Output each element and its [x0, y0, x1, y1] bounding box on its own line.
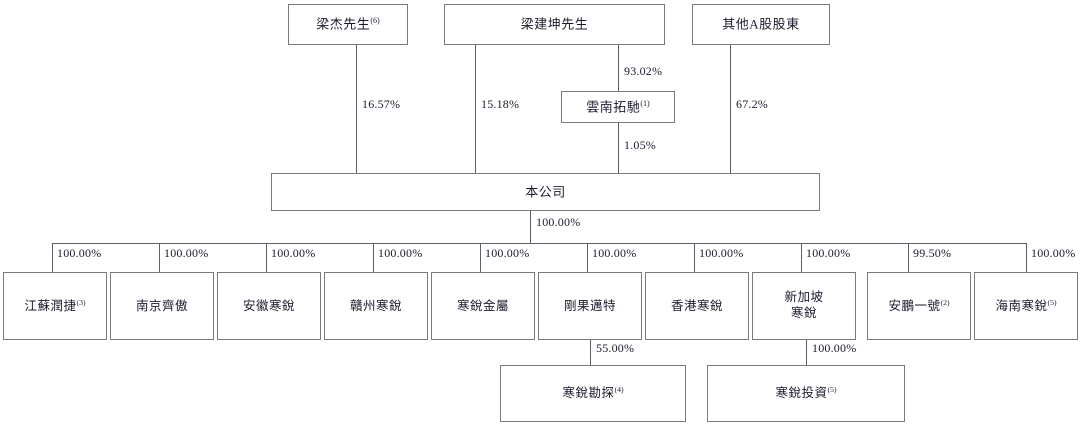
node-ganzhou-hanrui-label: 贛州寒銳: [349, 298, 402, 313]
edge-othera-company-line: [730, 45, 731, 173]
node-anpeng-yihao-label: 安鵬一號: [888, 298, 941, 313]
edge-bus-singapore-percent: 100.00%: [806, 246, 851, 260]
edge-bus-jinshu-line: [480, 243, 481, 272]
node-hongkong-hanrui: 香港寒銳: [645, 272, 749, 340]
node-yunnan-tuochi: 雲南拓馳(1): [561, 91, 675, 123]
node-hanrui-kantan: 寒銳勘探(4): [500, 365, 686, 422]
edge-liangjiankun-company-percent: 15.18%: [481, 97, 520, 111]
node-hainan-hanrui-label: 海南寒銳: [995, 298, 1048, 313]
node-hanrui-touzi-note: (5): [827, 385, 837, 395]
node-liang-jie-note: (6): [370, 16, 380, 26]
edge-liangjie-company-percent: 16.57%: [362, 97, 401, 111]
node-other-a-shareholders-label: 其他A股股東: [722, 16, 800, 32]
edge-liangjiankun-yunnan-percent: 93.02%: [624, 64, 663, 78]
edge-bus-jiangsu-percent: 100.00%: [57, 246, 102, 260]
node-liang-jiankun: 梁建坤先生: [444, 4, 665, 45]
edge-bus-ganzhou-percent: 100.00%: [378, 246, 423, 260]
node-nanjing-qiao: 南京齊傲: [110, 272, 214, 340]
node-jiangsu-runjie-label: 江蘇潤捷: [24, 298, 77, 313]
edge-bus-anpeng-percent: 99.50%: [913, 246, 952, 260]
node-anpeng-yihao-note: (2): [940, 297, 950, 307]
node-singapore-hanrui-label: 新加坡 寒銳: [784, 289, 824, 321]
edge-maite-kantan-line: [590, 340, 591, 365]
node-hanrui-jinshu-label: 寒銳金屬: [456, 298, 509, 313]
node-gangguo-maite-label: 剛果邁特: [563, 298, 616, 313]
node-singapore-hanrui: 新加坡 寒銳: [752, 272, 856, 340]
edge-othera-company-percent: 67.2%: [736, 97, 768, 111]
node-hongkong-hanrui-label: 香港寒銳: [670, 298, 723, 313]
node-hanrui-kantan-note: (4): [614, 385, 624, 395]
node-company-label: 本公司: [525, 184, 566, 200]
edge-yunnan-company-percent: 1.05%: [624, 138, 656, 152]
edge-liangjie-company-line: [356, 45, 357, 173]
edge-bus-maite-percent: 100.00%: [592, 246, 637, 260]
node-liang-jie-label: 梁杰先生: [316, 16, 371, 32]
edge-singapore-touzi-percent: 100.00%: [812, 341, 857, 355]
node-other-a-shareholders: 其他A股股東: [692, 4, 830, 45]
node-gangguo-maite: 剛果邁特: [538, 272, 642, 340]
node-hanrui-touzi-label: 寒銳投資: [775, 386, 828, 401]
node-hanrui-jinshu: 寒銳金屬: [431, 272, 535, 340]
edge-liangjiankun-yunnan-line: [618, 45, 619, 91]
subsidiary-distribution-bus: [52, 243, 1027, 244]
node-hainan-hanrui-note: (5): [1047, 297, 1057, 307]
edge-company-bus-line: [530, 211, 531, 244]
edge-liangjiankun-company-line: [475, 45, 476, 173]
edge-bus-anhui-line: [266, 243, 267, 272]
node-hanrui-touzi: 寒銳投資(5): [707, 365, 905, 422]
edge-bus-hainan-percent: 100.00%: [1031, 246, 1076, 260]
node-hainan-hanrui: 海南寒銳(5): [974, 272, 1078, 340]
edge-bus-ganzhou-line: [373, 243, 374, 272]
edge-bus-nanjing-line: [159, 243, 160, 272]
node-anhui-hanrui: 安徽寒銳: [217, 272, 321, 340]
edge-bus-hainan-line: [1026, 243, 1027, 272]
node-jiangsu-runjie-note: (3): [76, 297, 86, 307]
edge-bus-singapore-line: [801, 243, 802, 272]
edge-bus-anhui-percent: 100.00%: [271, 246, 316, 260]
node-liang-jie: 梁杰先生(6): [288, 4, 408, 45]
node-yunnan-tuochi-note: (1): [640, 98, 650, 108]
node-jiangsu-runjie: 江蘇潤捷(3): [3, 272, 107, 340]
node-anpeng-yihao: 安鵬一號(2): [867, 272, 971, 340]
edge-bus-nanjing-percent: 100.00%: [164, 246, 209, 260]
edge-yunnan-company-line: [618, 123, 619, 173]
node-liang-jiankun-label: 梁建坤先生: [520, 16, 589, 32]
edge-maite-kantan-percent: 55.00%: [596, 341, 635, 355]
node-nanjing-qiao-label: 南京齊傲: [135, 298, 188, 313]
node-company: 本公司: [271, 173, 820, 211]
edge-bus-hongkong-line: [694, 243, 695, 272]
node-anhui-hanrui-label: 安徽寒銳: [242, 298, 295, 313]
edge-bus-maite-line: [587, 243, 588, 272]
node-ganzhou-hanrui: 贛州寒銳: [324, 272, 428, 340]
edge-bus-anpeng-line: [908, 243, 909, 272]
edge-singapore-touzi-line: [806, 340, 807, 365]
node-hanrui-kantan-label: 寒銳勘探: [562, 386, 615, 401]
edge-bus-jinshu-percent: 100.00%: [485, 246, 530, 260]
edge-company-bus-percent: 100.00%: [536, 215, 581, 229]
edge-bus-jiangsu-line: [52, 243, 53, 272]
node-yunnan-tuochi-label: 雲南拓馳: [586, 99, 641, 115]
edge-bus-hongkong-percent: 100.00%: [699, 246, 744, 260]
